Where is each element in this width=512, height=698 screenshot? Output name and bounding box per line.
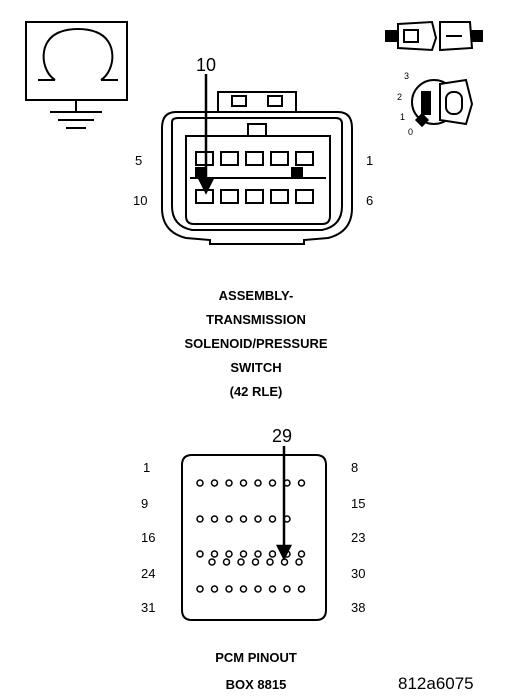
connector-title-line-2: TRANSMISSION	[206, 312, 306, 327]
pin-29-callout-label: 29	[272, 426, 293, 446]
connector-cavity	[245, 151, 264, 166]
connector-cavities-top	[195, 151, 314, 166]
pcm-pin	[297, 479, 306, 487]
pcm-row-label-right-4: 30	[351, 566, 366, 581]
pcm-pin	[210, 479, 219, 487]
pcm-pin	[254, 550, 262, 558]
pcm-row-label-right-1: 8	[351, 460, 359, 475]
pcm-pin	[210, 550, 219, 558]
pcm-pin	[208, 558, 216, 566]
pin-10-callout-label: 10	[196, 55, 217, 75]
pcm-pin	[196, 550, 204, 558]
pcm-pin	[239, 550, 248, 558]
key-position-3: 3	[404, 71, 410, 81]
ground-symbol-icon	[25, 21, 128, 129]
pcm-pin	[254, 479, 262, 487]
pcm-pin	[283, 585, 291, 593]
pcm-pin	[225, 479, 233, 487]
pcm-pin	[196, 585, 204, 593]
connector-cavity	[195, 151, 214, 166]
pcm-row-label-left-5: 31	[141, 600, 156, 615]
pcm-title-line-2: BOX 8815	[225, 677, 287, 692]
pcm-pin	[266, 558, 274, 566]
figure-id: 812a6075	[398, 674, 474, 693]
connector-cavity	[195, 189, 214, 204]
connector-label-bottom-left: 10	[133, 193, 148, 208]
connector-cavity	[245, 189, 264, 204]
ignition-key-icon	[411, 78, 474, 128]
pcm-pin	[297, 550, 306, 558]
pcm-pin	[225, 585, 233, 593]
connector-cavity	[295, 189, 314, 204]
pcm-pin	[297, 585, 306, 593]
connector-title-line-4: SWITCH	[230, 360, 282, 375]
connector-cavity	[220, 151, 239, 166]
pcm-pin-grid	[196, 479, 306, 593]
pcm-pin	[239, 479, 248, 487]
connector-cavities-bottom	[195, 189, 314, 204]
pcm-pin	[251, 558, 260, 566]
connector-title-line-3: SOLENOID/PRESSURE	[184, 336, 328, 351]
pcm-pin	[280, 558, 289, 566]
pcm-pin	[225, 550, 233, 558]
pcm-pin	[254, 515, 262, 523]
pcm-pin	[196, 479, 204, 487]
pcm-pin	[295, 558, 303, 566]
pcm-pin	[222, 558, 231, 566]
connector-cavity	[270, 189, 289, 204]
pcm-pin	[254, 585, 262, 593]
key-position-1: 1	[400, 112, 406, 122]
connector-label-bottom-right: 6	[366, 193, 374, 208]
connector-label-top-right: 1	[366, 153, 374, 168]
connector-title-line-1: ASSEMBLY-	[218, 288, 294, 303]
pcm-pin	[237, 558, 245, 566]
pcm-pin	[225, 515, 233, 523]
pcm-pin	[210, 515, 219, 523]
key-position-0: 0	[408, 127, 414, 137]
connector-side-icon	[385, 20, 483, 52]
pcm-pin	[268, 479, 277, 487]
pcm-row-label-left-1: 1	[143, 460, 151, 475]
pcm-pin	[239, 585, 248, 593]
pcm-pin	[210, 585, 219, 593]
connector-title-line-5: (42 RLE)	[229, 384, 283, 399]
solenoid-connector	[161, 91, 353, 245]
pcm-title-line-1: PCM PINOUT	[215, 650, 297, 665]
connector-label-top-left: 5	[135, 153, 143, 168]
pcm-pin	[268, 550, 277, 558]
key-position-2: 2	[397, 92, 403, 102]
pcm-pin	[239, 515, 248, 523]
pcm-row-label-left-4: 24	[141, 566, 156, 581]
pcm-pin	[268, 515, 277, 523]
connector-cavity	[270, 151, 289, 166]
pcm-row-label-left-3: 16	[141, 530, 156, 545]
pcm-row-label-right-2: 15	[351, 496, 366, 511]
pin-29-callout-arrow	[275, 446, 293, 561]
pcm-pin	[268, 585, 277, 593]
pcm-row-label-right-5: 38	[351, 600, 366, 615]
pcm-pin	[196, 515, 204, 523]
pin-10-callout-arrow	[197, 74, 215, 195]
pcm-row-label-right-3: 23	[351, 530, 366, 545]
connector-cavity	[295, 151, 314, 166]
pcm-connector-body	[181, 454, 327, 621]
pcm-row-label-left-2: 9	[141, 496, 149, 511]
connector-cavity	[220, 189, 239, 204]
